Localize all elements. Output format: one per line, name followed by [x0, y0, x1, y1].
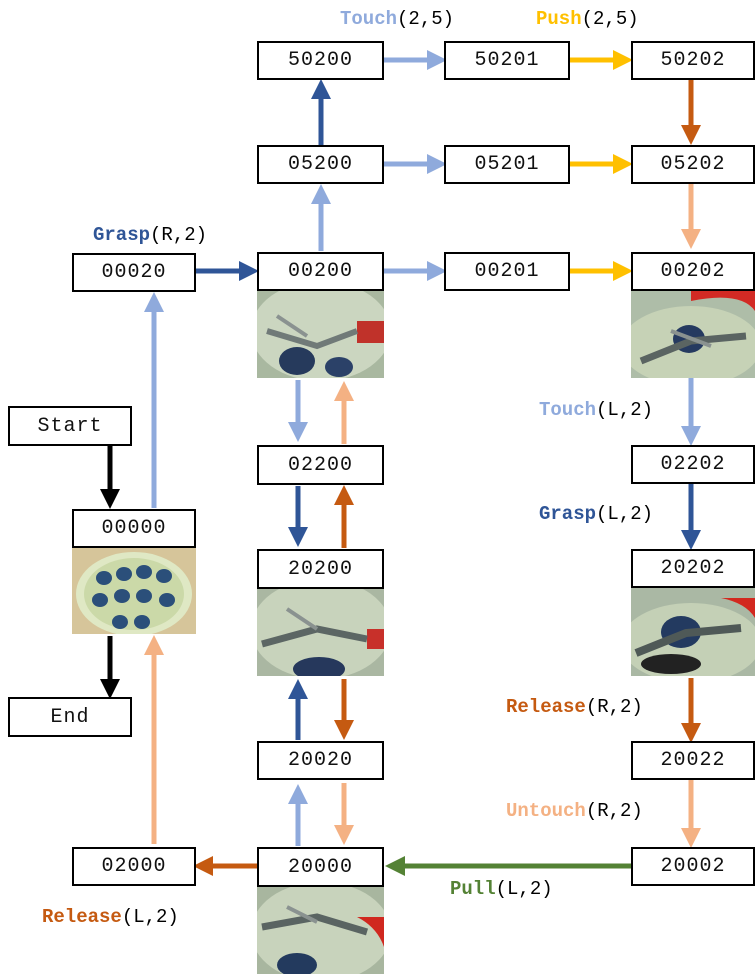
- action-name: Release: [42, 906, 122, 928]
- action-name: Untouch: [506, 800, 586, 822]
- state-00202: 00202: [631, 252, 755, 291]
- label-touch-2-5: Touch(2,5): [340, 8, 454, 30]
- state-20202: 20202: [631, 549, 755, 588]
- state-00200: 00200: [257, 252, 384, 291]
- action-args: (L,2): [121, 906, 179, 928]
- photo-state-00200: [257, 291, 384, 378]
- action-args: (2,5): [581, 8, 639, 30]
- state-20002: 20002: [631, 847, 755, 886]
- label-pull-l-2: Pull(L,2): [450, 878, 553, 900]
- action-name: Touch: [340, 8, 398, 30]
- label-release-r-2: Release(R,2): [506, 696, 643, 718]
- action-args: (L,2): [495, 878, 553, 900]
- state-50201: 50201: [444, 41, 570, 80]
- action-name: Touch: [539, 399, 597, 421]
- action-args: (L,2): [596, 399, 654, 421]
- start-node: Start: [8, 406, 132, 446]
- state-50200: 50200: [257, 41, 384, 80]
- state-05201: 05201: [444, 145, 570, 184]
- state-20000: 20000: [257, 847, 384, 887]
- end-node: End: [8, 697, 132, 737]
- label-touch-l-2: Touch(L,2): [539, 399, 653, 421]
- label-push-2-5: Push(2,5): [536, 8, 639, 30]
- action-args: (R,2): [585, 696, 643, 718]
- label-grasp-r-2: Grasp(R,2): [93, 224, 207, 246]
- label-grasp-l-2: Grasp(L,2): [539, 503, 653, 525]
- action-name: Release: [506, 696, 586, 718]
- state-02202: 02202: [631, 445, 755, 484]
- action-name: Grasp: [93, 224, 151, 246]
- label-untouch-r-2: Untouch(R,2): [506, 800, 643, 822]
- action-args: (R,2): [585, 800, 643, 822]
- state-00020: 00020: [72, 253, 196, 292]
- photo-state-00202: [631, 291, 755, 378]
- state-20020: 20020: [257, 741, 384, 780]
- action-args: (2,5): [397, 8, 455, 30]
- action-name: Grasp: [539, 503, 597, 525]
- label-release-l-2: Release(L,2): [42, 906, 179, 928]
- state-50202: 50202: [631, 41, 755, 80]
- photo-state-20000: [257, 887, 384, 974]
- photo-state-20202: [631, 588, 755, 676]
- state-00201: 00201: [444, 252, 570, 291]
- action-name: Push: [536, 8, 582, 30]
- state-20022: 20022: [631, 741, 755, 780]
- state-20200: 20200: [257, 549, 384, 589]
- photo-state-00000: [72, 548, 196, 634]
- state-00000: 00000: [72, 509, 196, 548]
- action-name: Pull: [450, 878, 496, 900]
- action-args: (L,2): [596, 503, 654, 525]
- photo-state-20200: [257, 589, 384, 676]
- state-05202: 05202: [631, 145, 755, 184]
- state-05200: 05200: [257, 145, 384, 184]
- state-02000: 02000: [72, 847, 196, 886]
- action-args: (R,2): [150, 224, 208, 246]
- state-02200: 02200: [257, 445, 384, 485]
